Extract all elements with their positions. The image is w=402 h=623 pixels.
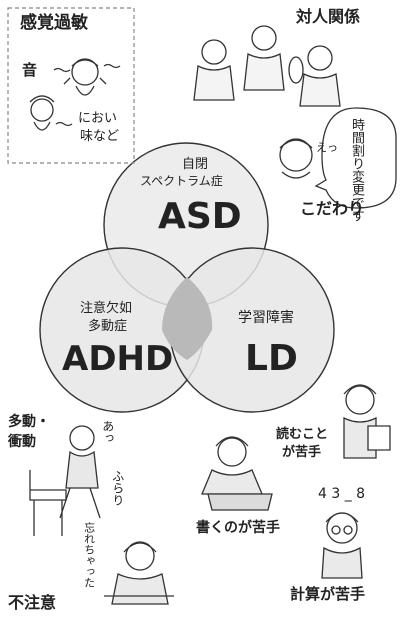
inattention-speech: 忘れちゃった xyxy=(82,522,96,588)
asd-name-line1: 自閉 xyxy=(182,157,209,172)
ld-name: 学習障害 xyxy=(238,310,294,326)
smell-label-line2: 味など xyxy=(80,129,120,144)
math-child-icon xyxy=(321,512,363,579)
smell-label-line1: におい xyxy=(78,111,118,126)
social-title: 対人関係 xyxy=(296,7,361,26)
hyper-title-line2: 衝動 xyxy=(8,434,36,450)
hyperactive-child-icon xyxy=(29,425,101,536)
schedule-reaction: えっ xyxy=(316,141,338,154)
ld-abbr: LD xyxy=(245,338,298,379)
writing-child-icon xyxy=(201,436,273,511)
sensory-child-ears-icon xyxy=(53,58,121,96)
reading-title-line1: 読むこと xyxy=(276,427,329,442)
sensory-child-nose-icon xyxy=(29,95,73,131)
math-numbers: 4 3 _ 8 xyxy=(318,486,366,502)
math-title: 計算が苦手 xyxy=(290,585,366,603)
hyper-title-line1: 多動・ xyxy=(8,414,50,430)
obsession-title: こだわり xyxy=(300,199,365,218)
hyper-sfx-furari: ふらり xyxy=(110,470,125,506)
hyper-sfx-ah: あっ xyxy=(100,420,115,444)
reading-title-line2: が苦手 xyxy=(282,445,322,460)
sensory-box xyxy=(7,7,135,164)
schedule-speech-bubble xyxy=(314,107,397,209)
surprised-child-icon xyxy=(279,138,313,179)
adhd-abbr: ADHD xyxy=(62,339,174,379)
sound-label: 音 xyxy=(22,61,38,79)
social-children-icon xyxy=(193,25,341,107)
writing-title: 書くのが苦手 xyxy=(196,520,280,536)
adhd-name-line2: 多動症 xyxy=(88,319,128,334)
asd-abbr: ASD xyxy=(158,196,242,237)
triple-overlap xyxy=(162,277,213,360)
inattention-title: 不注意 xyxy=(8,593,57,612)
reading-child-icon xyxy=(343,384,391,459)
schedule-speech: 時間割り変更です xyxy=(348,118,364,222)
asd-name-line2: スペクトラム症 xyxy=(140,174,223,188)
forgetful-child-icon xyxy=(104,541,174,605)
adhd-name-line1: 注意欠如 xyxy=(80,301,133,316)
sensory-title: 感覚過敏 xyxy=(20,13,88,33)
